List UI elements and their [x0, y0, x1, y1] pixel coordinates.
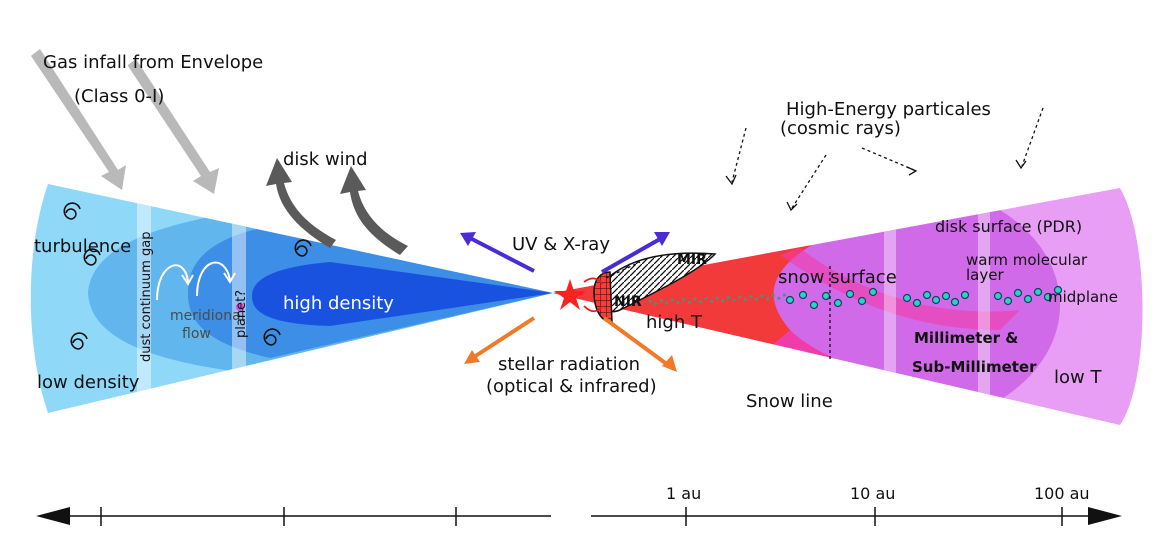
- stellar-radiation-arrows: [464, 316, 677, 372]
- dust-grain-dot: [941, 291, 951, 301]
- axis-tick-label: 10 au: [850, 484, 895, 503]
- mir-label: MIR: [677, 252, 707, 268]
- dust-grain-dot: [1023, 294, 1033, 304]
- dust-grain-dot: [868, 287, 878, 297]
- dust-grain-dot: [902, 293, 912, 303]
- dust-grain-dot: [715, 296, 719, 300]
- dust-grain-dot: [754, 297, 758, 301]
- right-axis-arrowhead: [1088, 507, 1122, 525]
- low-t-label: low T: [1054, 367, 1102, 388]
- dust-grain-dot: [782, 293, 786, 297]
- star-icon: [554, 279, 586, 310]
- dust-grain-dot: [912, 298, 922, 308]
- dust-grain-dot: [845, 289, 855, 299]
- gas-infall-arrows: [31, 49, 219, 194]
- dust-grain-dot: [648, 299, 652, 303]
- gas-infall-label-2: (Class 0-I): [74, 86, 164, 107]
- disk-wind-arrows: [266, 158, 408, 255]
- dust-grain-dot: [821, 291, 831, 301]
- dust-grain-dot: [693, 297, 697, 301]
- turbulence-label: turbulence: [34, 236, 131, 257]
- dust-grain-dot: [785, 295, 795, 305]
- dust-grain-dot: [771, 294, 775, 297]
- high-density-label: high density: [283, 293, 394, 314]
- high-energy-label-1: High-Energy particales: [786, 99, 991, 120]
- dust-grain-dot: [760, 294, 764, 298]
- planet-label: planet?: [234, 290, 249, 338]
- dust-grain-dot: [833, 298, 843, 308]
- warm-layer-label-2: layer: [966, 266, 1004, 284]
- dust-grain-dot: [743, 298, 747, 302]
- dust-grain-dot: [922, 290, 932, 300]
- high-energy-label-2: (cosmic rays): [780, 118, 901, 139]
- axis-tick-label: 100 au: [1034, 484, 1090, 503]
- dust-grain-dot: [777, 296, 781, 300]
- snow-surface-label: snow surface: [778, 267, 897, 288]
- dust-grain-dot: [670, 298, 674, 302]
- dust-grain-dot: [698, 300, 702, 304]
- dust-grain-dot: [766, 297, 770, 301]
- dust-grain-dot: [687, 300, 691, 304]
- left-axis: [60, 507, 551, 526]
- dust-grain-dot: [665, 301, 669, 305]
- dust-grain-dot: [704, 297, 708, 300]
- meridional-label-2: flow: [182, 326, 211, 342]
- dust-grain-dot: [993, 291, 1003, 301]
- dust-grain-dot: [798, 290, 808, 300]
- left-axis-arrowhead: [36, 507, 70, 525]
- low-density-label: low density: [37, 372, 140, 393]
- mm-label-2: Sub-Millimeter: [912, 358, 1037, 376]
- dust-grain-dot: [857, 296, 867, 306]
- dotted-arrow: [605, 261, 641, 279]
- dust-grain-dot: [1013, 288, 1023, 298]
- dust-grain-dot: [809, 300, 819, 310]
- dust-grain-dot: [682, 298, 686, 301]
- dust-grain-dot: [676, 301, 680, 305]
- midplane-dust-dots: [648, 285, 1063, 310]
- cosmic-ray-arrows: [731, 107, 1044, 362]
- dust-grain-dot: [1003, 296, 1013, 306]
- dust-gap-label: dust continuum gap: [139, 231, 154, 362]
- dust-grain-dot: [654, 302, 658, 306]
- dust-grain-dot: [659, 299, 663, 302]
- dust-gap-band: [137, 184, 151, 413]
- swirl-icon: [63, 202, 312, 350]
- planet-dot: [236, 303, 244, 311]
- star-arrows: [583, 277, 603, 313]
- dust-grain-dot: [960, 290, 970, 300]
- dust-grain-dot: [726, 296, 730, 299]
- disk-surface-label: disk surface (PDR): [935, 217, 1082, 236]
- snow-line-label: Snow line: [746, 391, 833, 412]
- dust-grain-dot: [950, 297, 960, 307]
- dust-grain-dot: [749, 295, 753, 298]
- dust-grain-dot: [738, 295, 742, 299]
- meridional-flow-arrows: [156, 261, 236, 301]
- axis-tick-label: 1 au: [666, 484, 701, 503]
- right-axis: [591, 507, 1100, 526]
- planet-gap-band: [232, 184, 246, 413]
- uv-xray-arrows: [460, 232, 670, 274]
- dust-grain-dot: [931, 295, 941, 305]
- disk-wind-label: disk wind: [283, 149, 368, 170]
- midplane-label: midplane: [1048, 288, 1118, 306]
- meridional-label-1: meridional: [170, 308, 245, 324]
- dust-grain-dot: [710, 299, 714, 303]
- cosmic-ray-arrowheads: [725, 159, 1027, 212]
- uv-xray-label: UV & X-ray: [512, 234, 610, 255]
- dust-grain-dot: [721, 299, 725, 303]
- high-t-label: high T: [646, 312, 703, 333]
- stellar-radiation-label-2: (optical & infrared): [486, 376, 657, 397]
- warm-layer-label-1: warm molecular: [966, 251, 1088, 269]
- gas-infall-label-1: Gas infall from Envelope: [43, 52, 263, 73]
- mm-label-1: Millimeter &: [914, 329, 1018, 347]
- dust-grain-dot: [732, 298, 736, 302]
- dust-grain-dot: [1053, 285, 1063, 295]
- nir-label: NIR: [614, 294, 642, 310]
- dust-grain-dot: [1043, 292, 1053, 302]
- right-gap-band-2: [978, 188, 990, 425]
- stellar-radiation-label-1: stellar radiation: [498, 354, 640, 375]
- right-gap-band-1: [884, 188, 896, 425]
- dust-grain-dot: [1033, 287, 1043, 297]
